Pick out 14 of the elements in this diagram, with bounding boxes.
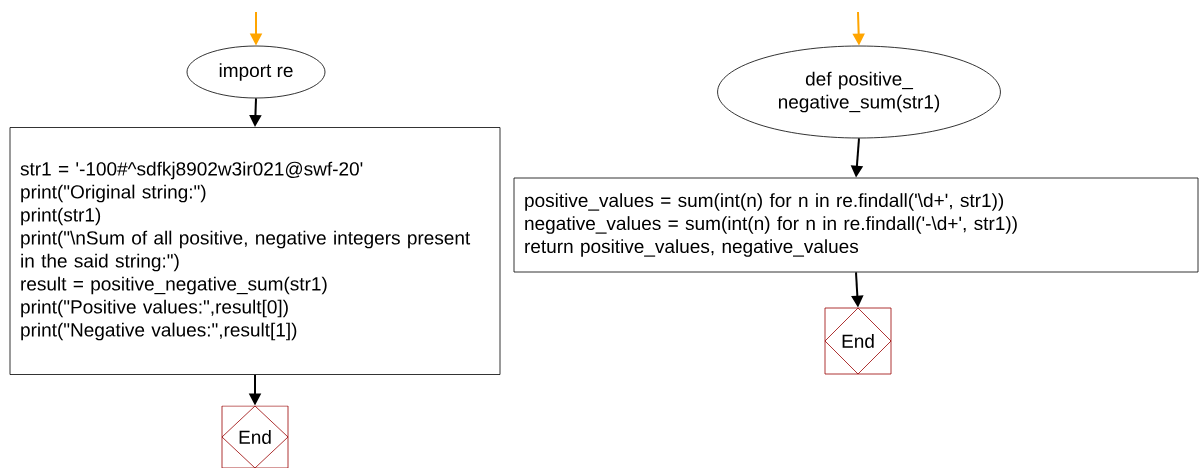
code-line: return positive_values, negative_values	[525, 239, 859, 257]
end-terminator: End	[221, 405, 289, 468]
code-line: print("Negative values:",result[1])	[21, 322, 297, 341]
code-line: print("\nSum of all positive, negative integers present in the said string:")	[21, 230, 471, 272]
code-line: negative_values = sum(int(n) for n in re.findall('-\d+', str1))	[525, 216, 1017, 234]
code-line: print("Original string:")	[21, 184, 206, 203]
code-line: positive_values = sum(int(n) for n in re.findall('\d+', str1))	[525, 193, 1004, 211]
process-box	[513, 177, 1199, 273]
code-line: result = positive_negative_sum(str1)	[21, 276, 327, 295]
process-box	[9, 127, 501, 375]
code-line: str1 = '-100#^sdfkj8902w3ir021@swf-20'	[20, 161, 363, 180]
code-line: print("Positive values:",result[0])	[21, 299, 288, 318]
end-terminator: End	[824, 307, 892, 375]
code-line: print(str1)	[21, 207, 101, 226]
